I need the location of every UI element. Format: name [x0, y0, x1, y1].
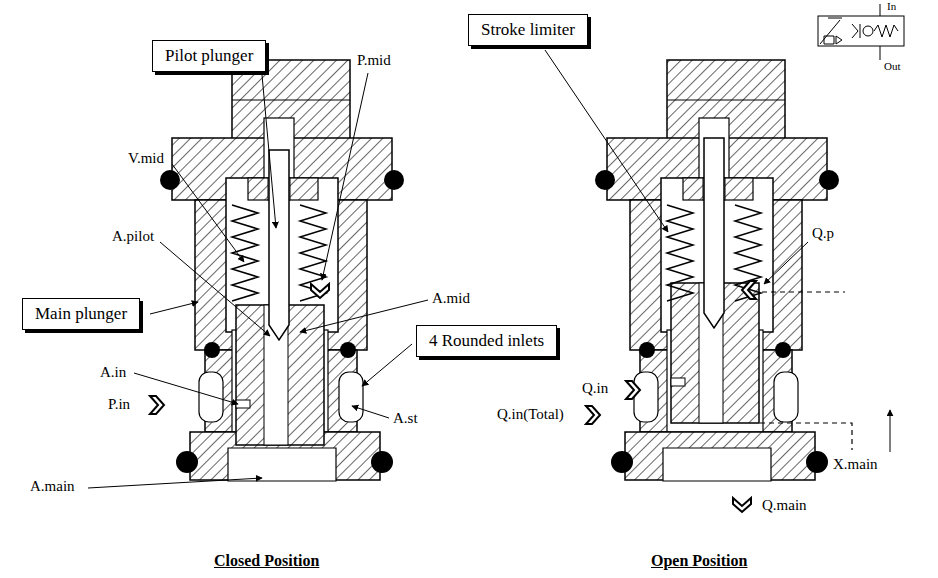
- view-caption: Closed Position: [214, 552, 319, 570]
- quantity-label: Q.main: [762, 497, 807, 514]
- port-line: [880, 4, 881, 16]
- symbol-line: [828, 18, 842, 19]
- quantity-label: A.main: [30, 478, 75, 495]
- leader-line: [890, 410, 891, 452]
- leader-line: [172, 164, 244, 262]
- quantity-label: X.main: [833, 456, 878, 473]
- dashed-lines: [760, 292, 852, 450]
- leader-line: [134, 373, 238, 404]
- quantity-label: In: [887, 0, 896, 13]
- port-line: [880, 46, 881, 60]
- valve-body: [595, 60, 839, 481]
- flow-chevron: [733, 498, 751, 512]
- quantity-label: A.pilot: [112, 228, 154, 245]
- pilot-plunger-part: [269, 150, 289, 340]
- dashed-line: [760, 423, 852, 450]
- flow-chevron: [311, 284, 329, 298]
- callout-box: 4 Rounded inlets: [416, 325, 557, 357]
- leader-line: [150, 302, 198, 314]
- flow-chevron: [150, 396, 164, 414]
- quantity-label: Q.p: [812, 225, 834, 242]
- leader-line: [160, 242, 270, 336]
- leader-line: [362, 344, 412, 386]
- callout-box: Stroke limiter: [468, 14, 588, 46]
- leader-lines: [88, 50, 890, 488]
- quantity-label: Q.in(Total): [497, 406, 564, 423]
- symbol-mark: [824, 36, 842, 44]
- quantity-label: V.mid: [128, 150, 164, 167]
- view-caption: Open Position: [651, 552, 747, 570]
- leader-line: [88, 478, 262, 488]
- leader-line: [764, 242, 808, 284]
- part-name: Stroke limiter: [481, 20, 575, 40]
- part-name: Main plunger: [35, 304, 127, 324]
- symbol-line: [820, 20, 840, 44]
- flow-chevron: [626, 381, 640, 399]
- quantity-label: A.st: [393, 410, 418, 427]
- leader-line: [322, 73, 368, 280]
- quantity-label: A.in: [100, 364, 126, 381]
- quantity-label: Out: [884, 60, 901, 73]
- leader-line: [300, 300, 428, 332]
- leader-line: [352, 406, 389, 418]
- symbol-mark: [852, 24, 858, 38]
- quantity-label: P.in: [108, 396, 130, 413]
- pilot-plunger-part: [704, 138, 724, 328]
- quantity-label: P.mid: [357, 52, 391, 69]
- symbol-frame: [818, 16, 904, 46]
- flow-chevron: [742, 281, 756, 299]
- callout-box: Pilot plunger: [152, 40, 266, 72]
- leader-line: [545, 50, 668, 232]
- check-ball: [863, 26, 873, 36]
- part-name: 4 Rounded inlets: [429, 331, 544, 351]
- leader-line: [262, 75, 276, 228]
- spring-symbol: [874, 25, 898, 37]
- dashed-line: [762, 291, 845, 292]
- valve-body: [160, 60, 404, 481]
- flow-chevrons: [150, 281, 756, 512]
- quantity-label: Q.in: [582, 380, 608, 397]
- quantity-label: A.mid: [432, 290, 470, 307]
- symbol-line: [860, 24, 861, 38]
- part-name: Pilot plunger: [165, 46, 253, 66]
- callout-box: Main plunger: [22, 298, 140, 330]
- valve-symbol: [818, 4, 904, 60]
- flow-chevron: [586, 406, 600, 424]
